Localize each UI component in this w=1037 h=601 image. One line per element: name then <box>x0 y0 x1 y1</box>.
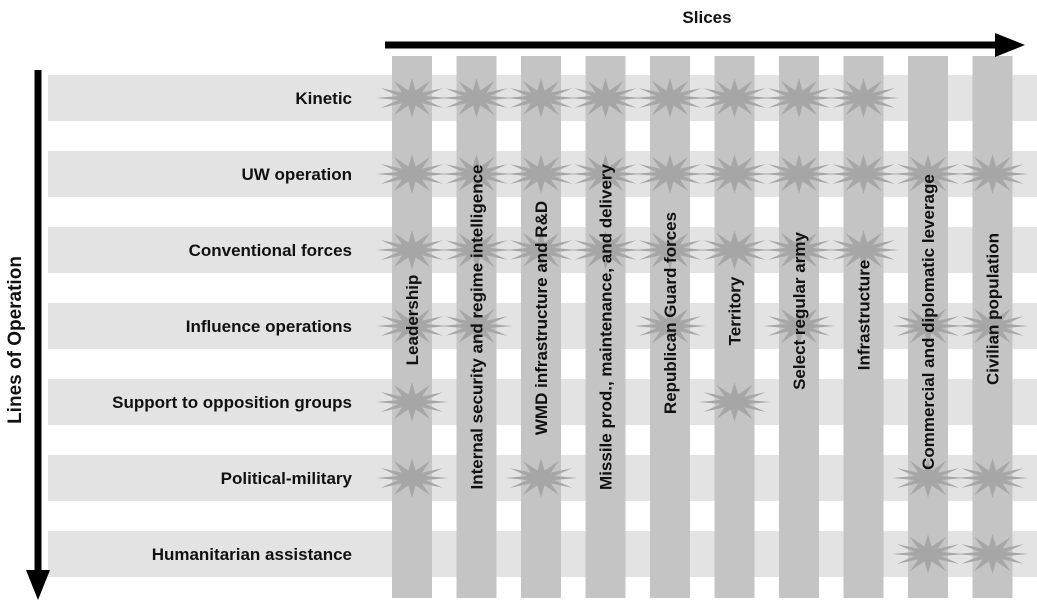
intersection-burst <box>569 78 642 118</box>
intersection-burst <box>505 154 577 194</box>
intersection-burst <box>634 154 706 194</box>
slice-column <box>714 56 755 598</box>
intersection-burst <box>892 458 964 498</box>
intersection-burst <box>376 458 448 498</box>
intersection-burst <box>505 230 577 270</box>
row-label: Humanitarian assistance <box>152 545 352 564</box>
intersection-burst <box>698 230 771 270</box>
slice-label: Missile prod., maintenance, and delivery <box>597 163 616 489</box>
intersection-burst <box>763 154 835 194</box>
intersection-burst <box>698 78 771 118</box>
intersection-burst <box>698 382 771 422</box>
slice-label: WMD infrastructure and R&D <box>532 201 551 435</box>
intersection-burst <box>892 306 964 346</box>
slice-label: Select regular army <box>790 232 809 390</box>
intersection-burst <box>956 534 1029 574</box>
intersection-bursts <box>376 78 1029 574</box>
intersection-burst <box>440 78 513 118</box>
intersection-burst <box>956 306 1029 346</box>
intersection-burst <box>440 154 513 194</box>
intersection-burst <box>763 230 835 270</box>
intersection-burst <box>634 230 706 270</box>
intersection-burst <box>827 78 900 118</box>
intersection-burst <box>505 78 577 118</box>
slice-column <box>843 56 884 598</box>
intersection-burst <box>698 154 771 194</box>
intersection-burst <box>763 306 835 346</box>
slice-label: Leadership <box>403 275 422 366</box>
intersection-burst <box>763 78 835 118</box>
intersection-burst <box>634 306 706 346</box>
intersection-burst <box>634 78 706 118</box>
slice-label: Infrastructure <box>855 260 874 371</box>
intersection-burst <box>892 534 964 574</box>
slice-label: Commercial and diplomatic leverage <box>919 174 938 470</box>
row-label: UW operation <box>242 165 353 184</box>
intersection-burst <box>440 230 513 270</box>
intersection-burst <box>376 230 448 270</box>
slice-column <box>521 56 561 598</box>
lines-of-operation-arrow <box>26 70 50 600</box>
intersection-burst <box>376 78 448 118</box>
row-label: Support to opposition groups <box>112 393 352 412</box>
intersection-burst <box>376 382 448 422</box>
row-label: Influence operations <box>186 317 352 336</box>
slices-title: Slices <box>682 8 731 27</box>
row-label: Conventional forces <box>189 241 352 260</box>
intersection-burst <box>892 154 964 194</box>
intersection-burst <box>376 154 448 194</box>
slice-label: Territory <box>726 276 745 345</box>
intersection-burst <box>956 458 1029 498</box>
slice-column <box>585 56 626 598</box>
lines-of-operation-title: Lines of Operation <box>5 256 26 424</box>
intersection-burst <box>376 306 448 346</box>
slice-label: Republican Guard forces <box>661 212 680 414</box>
slices-arrow <box>385 33 1025 57</box>
slice-label: Civilian population <box>984 233 1003 385</box>
row-label: Kinetic <box>295 89 352 108</box>
intersection-burst <box>956 154 1029 194</box>
intersection-burst <box>827 230 900 270</box>
intersection-burst <box>505 458 577 498</box>
intersection-burst <box>827 154 900 194</box>
row-label: Political-military <box>221 469 353 488</box>
slice-labels: Leadership Internal security and regime i… <box>403 163 1003 489</box>
slice-label: Internal security and regime intelligenc… <box>468 165 487 490</box>
intersection-burst <box>569 154 642 194</box>
intersection-burst <box>440 306 513 346</box>
intersection-burst <box>569 230 642 270</box>
